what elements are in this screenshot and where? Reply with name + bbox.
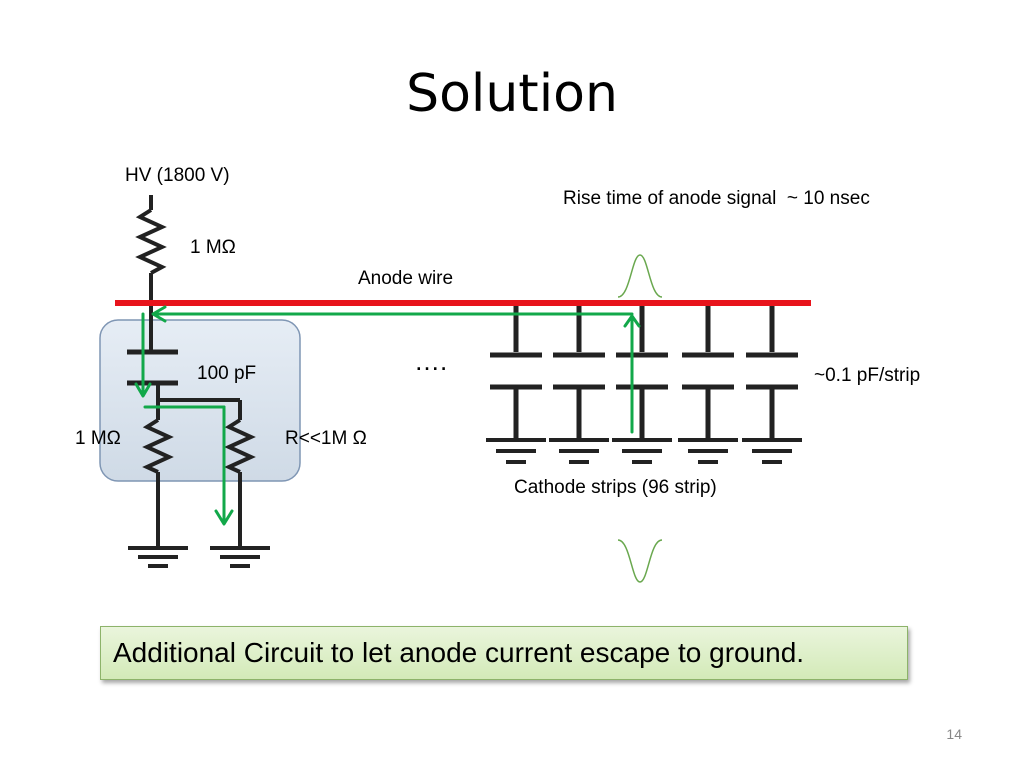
rise-time-label: Rise time of anode signal ~ 10 nsec bbox=[563, 188, 870, 209]
current-path-arrows bbox=[134, 305, 641, 526]
strip-capacitance-label: ~0.1 pF/strip bbox=[814, 365, 920, 386]
cathode-signal-pulse-icon bbox=[617, 539, 663, 583]
caption-box: Additional Circuit to let anode current … bbox=[100, 626, 908, 680]
cathode-strip bbox=[612, 305, 672, 464]
resistor-left-label: 1 MΩ bbox=[75, 428, 121, 449]
slide-title: Solution bbox=[406, 64, 618, 124]
cathode-strips bbox=[486, 305, 802, 464]
page-number: 14 bbox=[946, 726, 962, 742]
cathode-strip bbox=[549, 305, 609, 464]
cathode-strip bbox=[486, 305, 546, 464]
cathode-strip bbox=[678, 305, 738, 464]
ellipsis-label: …. bbox=[414, 346, 447, 376]
capacitor-label: 100 pF bbox=[197, 363, 256, 384]
caption-text: Additional Circuit to let anode current … bbox=[113, 637, 805, 668]
right-resistor bbox=[224, 400, 256, 548]
cathode-strip bbox=[742, 305, 802, 464]
ground-right-icon bbox=[210, 546, 270, 568]
hv-resistor bbox=[135, 195, 167, 302]
ground-left-icon bbox=[128, 546, 188, 568]
resistor-top-label: 1 MΩ bbox=[190, 237, 236, 258]
hv-label: HV (1800 V) bbox=[125, 165, 230, 186]
anode-wire-label: Anode wire bbox=[358, 268, 453, 289]
anode-signal-pulse-icon bbox=[617, 254, 663, 298]
left-resistor bbox=[142, 400, 174, 548]
cathode-strips-label: Cathode strips (96 strip) bbox=[514, 477, 717, 498]
resistor-right-label: R<<1M Ω bbox=[285, 428, 367, 449]
